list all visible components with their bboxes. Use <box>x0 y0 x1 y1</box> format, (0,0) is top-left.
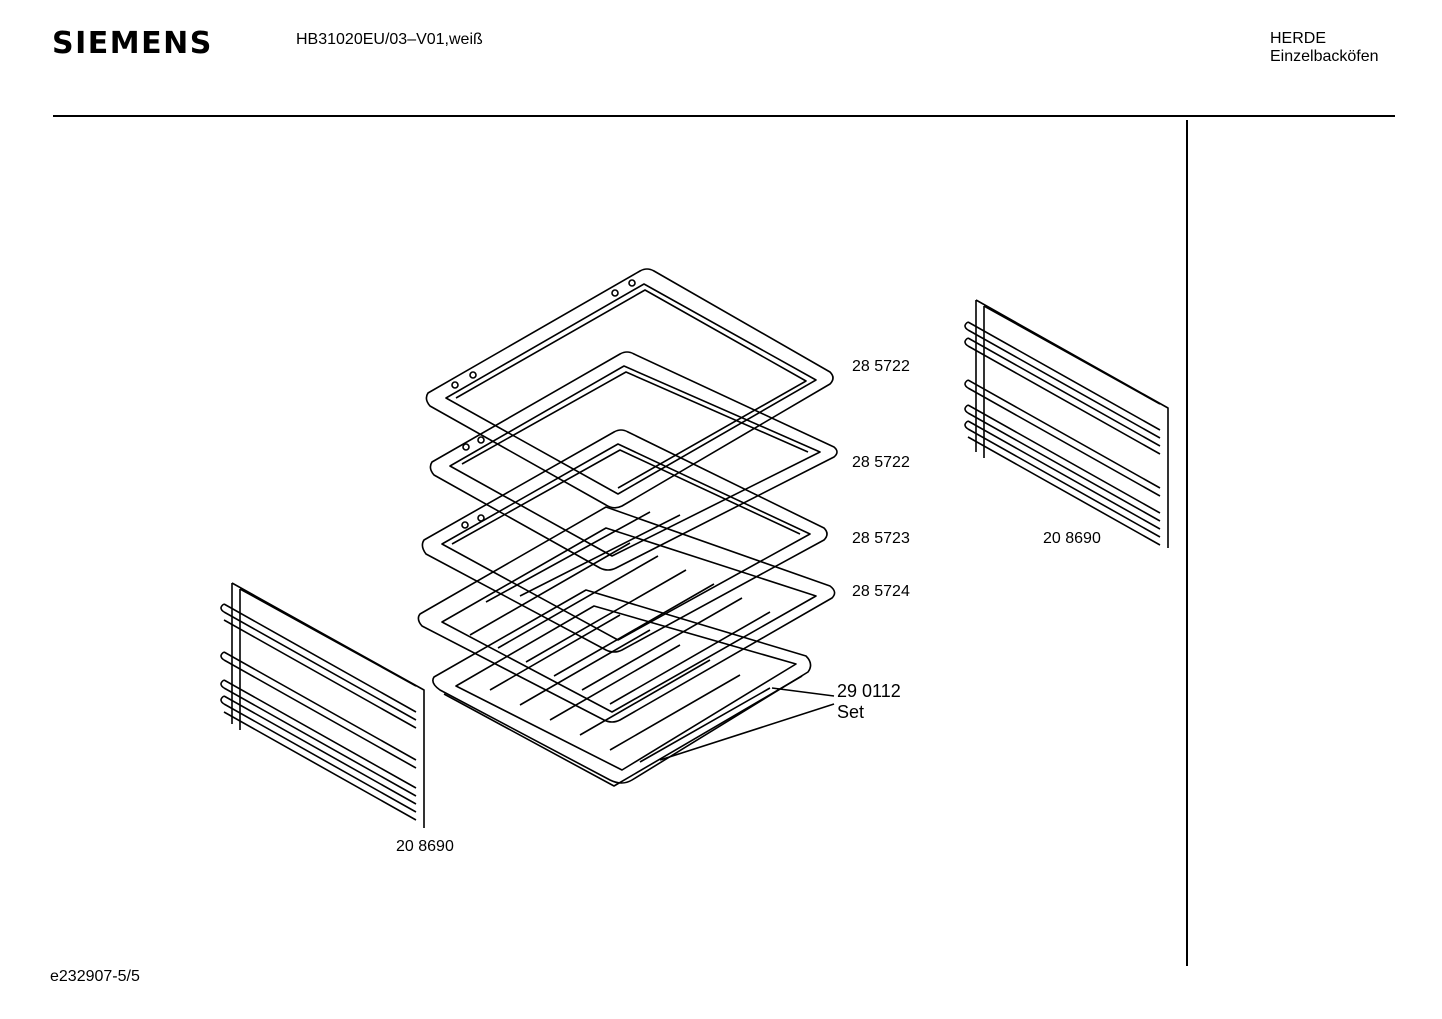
baking-tray-1-drawing <box>425 268 834 509</box>
part-label: 28 5723 <box>852 530 910 547</box>
baking-tray-3-drawing <box>421 429 828 653</box>
part-label: 28 5722 <box>852 454 910 471</box>
brand-logo: SIEMENS <box>52 26 213 61</box>
part-label: 29 0112 <box>837 681 901 701</box>
category-title: HERDE <box>1270 30 1327 47</box>
side-rail-right-drawing <box>964 299 1169 548</box>
part-label: 28 5722 <box>852 358 910 375</box>
baking-tray-2-drawing <box>429 351 838 571</box>
wire-shelf-drawing <box>417 506 836 723</box>
leader-line-2 <box>659 703 835 761</box>
part-note: Set <box>837 702 864 722</box>
category-block: HERDE Einzelbacköfen <box>1270 30 1379 66</box>
part-label: 28 5724 <box>852 583 910 600</box>
side-rail-left-drawing <box>220 582 425 828</box>
leader-line-1 <box>771 687 835 697</box>
subcategory-title: Einzelbacköfen <box>1270 48 1379 65</box>
part-label: 20 8690 <box>1043 530 1101 547</box>
grill-pan-drawing <box>432 589 812 787</box>
model-number: HB31020EU/03–V01,weiß <box>296 31 483 48</box>
document-id: e232907-5/5 <box>50 968 140 985</box>
part-label: 20 8690 <box>396 838 454 855</box>
